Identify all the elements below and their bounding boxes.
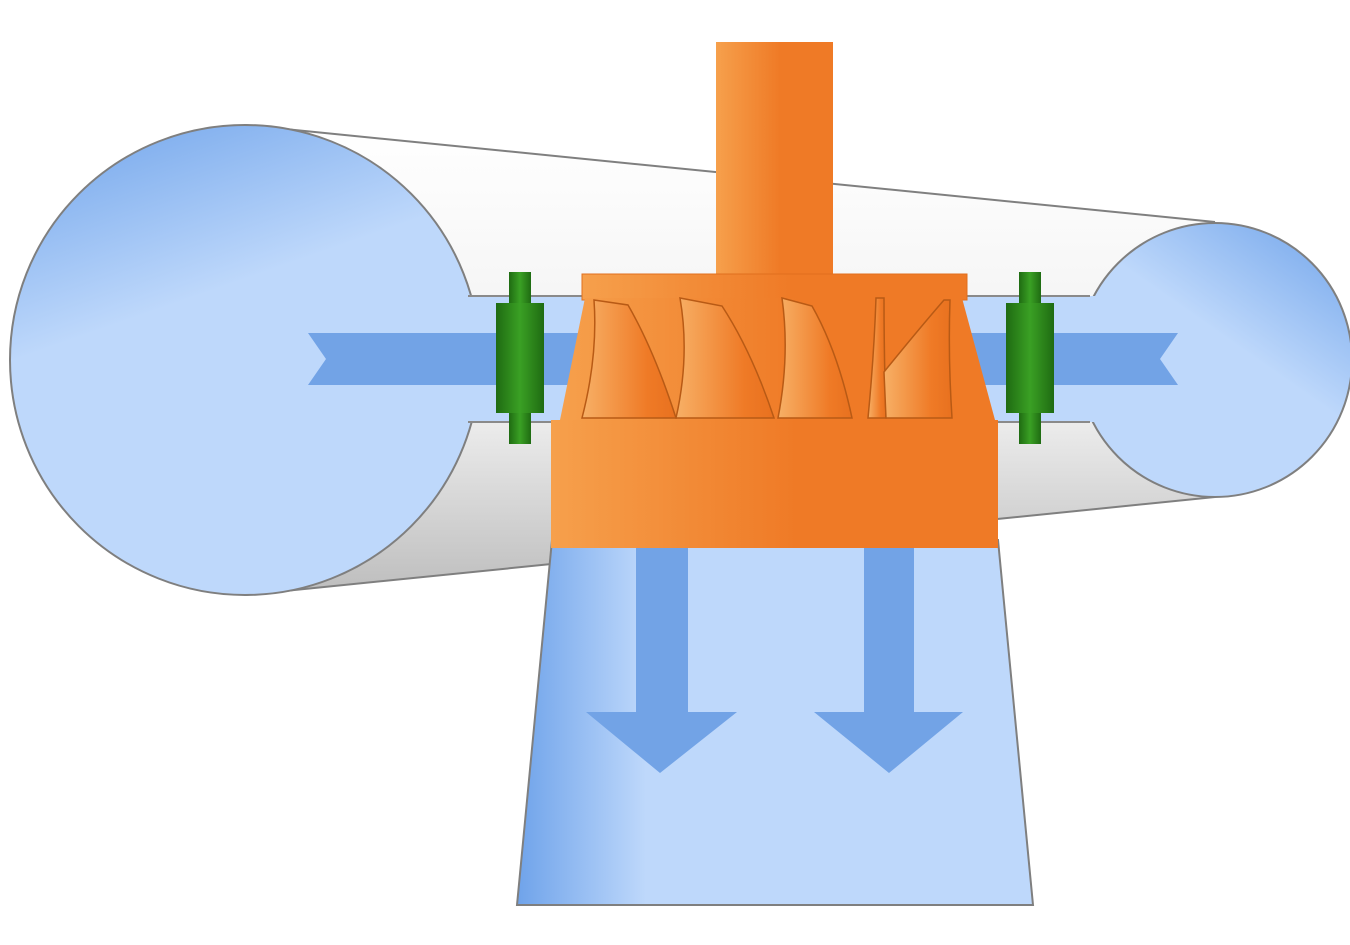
outflow-arrow-left [586,548,737,773]
wicket-gate-left [496,272,544,444]
runner-crown [581,273,968,301]
shaft [716,42,833,282]
runner [551,273,998,548]
runner-blade-5 [883,299,953,419]
runner-blade-3 [777,296,853,419]
inflow-arrow-left [308,333,600,385]
draft-tube [515,539,1035,906]
outflow-arrow-right [814,548,963,773]
wicket-gate-right [1006,272,1054,444]
wicket-gate-left-vane [496,303,544,413]
draft-tube-body [515,539,1035,906]
runner-blade-2 [675,297,776,419]
inflow-arrow-right [960,333,1178,385]
runner-band [551,420,998,548]
wicket-gate-right-vane [1006,303,1054,413]
